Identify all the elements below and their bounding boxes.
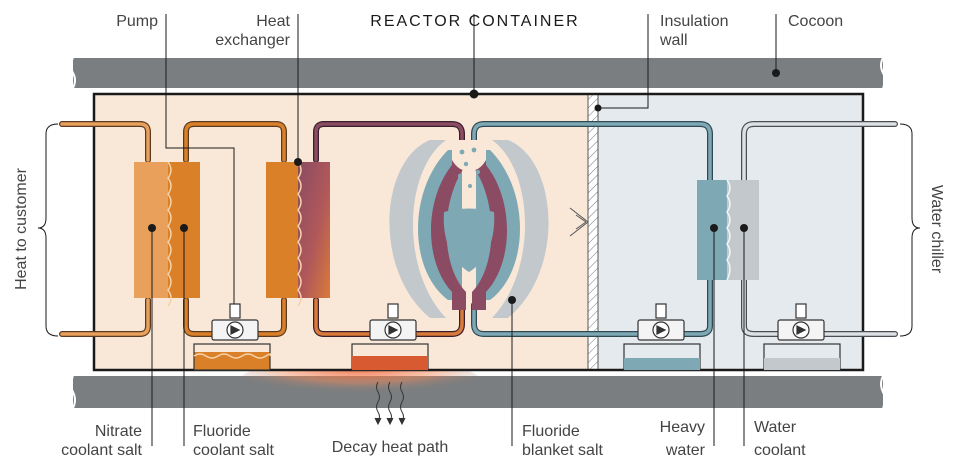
label-heat-to-customer: Heat to customer bbox=[13, 167, 30, 290]
label-heat-exchanger-1: Heat bbox=[256, 13, 290, 30]
label-fluoride-coolant-1: Fluoride bbox=[193, 423, 251, 440]
radiation-lines bbox=[569, 207, 589, 237]
cocoon-top bbox=[73, 58, 883, 88]
label-water-chiller: Water chiller bbox=[928, 185, 945, 274]
label-nitrate-2: coolant salt bbox=[61, 442, 142, 459]
label-water-coolant-1: Water bbox=[754, 419, 797, 436]
label-water-coolant-2: coolant bbox=[754, 442, 806, 459]
pumps bbox=[211, 303, 825, 341]
insulation-wall bbox=[587, 93, 599, 371]
label-insulation-wall-2: wall bbox=[659, 32, 688, 49]
label-fluoride-blanket-2: blanket salt bbox=[522, 442, 603, 459]
label-fluoride-coolant-2: coolant salt bbox=[193, 442, 274, 459]
label-heavy-water-1: Heavy bbox=[660, 419, 705, 436]
leader-lines bbox=[37, 14, 921, 446]
label-pump: Pump bbox=[116, 13, 158, 30]
tanks bbox=[193, 343, 841, 371]
heat-exchanger-fuel bbox=[266, 162, 298, 298]
label-heat-exchanger-2: exchanger bbox=[215, 32, 290, 49]
decay-heat-arrows bbox=[374, 381, 406, 426]
label-decay-heat: Decay heat path bbox=[332, 439, 449, 456]
reactor-core bbox=[389, 140, 549, 318]
label-nitrate-1: Nitrate bbox=[95, 423, 142, 440]
label-heavy-water-2: water bbox=[665, 442, 706, 459]
leader-dots bbox=[148, 69, 780, 304]
diagram-title: REACTOR CONTAINER bbox=[370, 13, 579, 30]
label-fluoride-blanket-1: Fluoride bbox=[522, 423, 580, 440]
label-cocoon: Cocoon bbox=[788, 13, 843, 30]
label-insulation-wall-1: Insulation bbox=[660, 13, 729, 30]
